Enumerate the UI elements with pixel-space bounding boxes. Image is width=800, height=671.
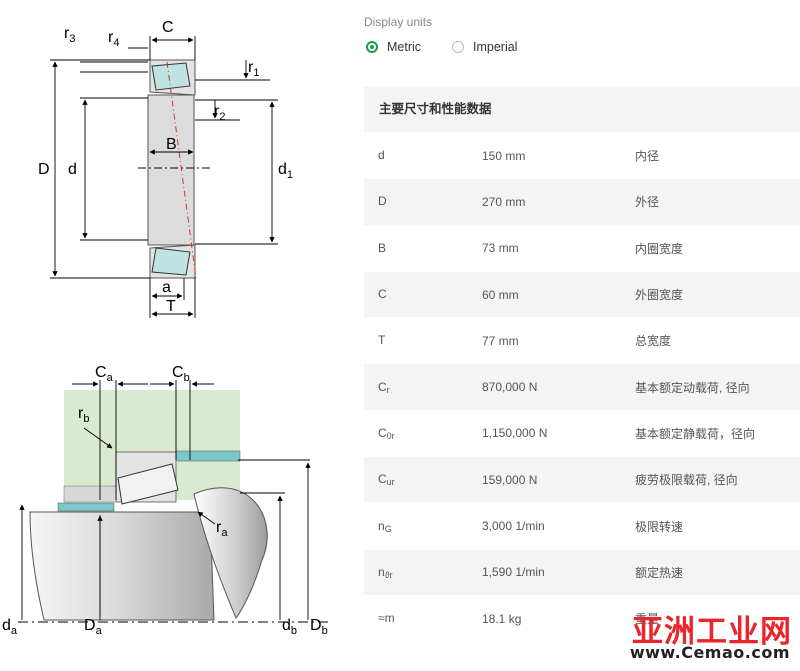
table-row: B 73 mm 内圈宽度 bbox=[364, 225, 800, 272]
spec-value: 270 mm bbox=[482, 194, 526, 209]
spec-value: 60 mm bbox=[482, 287, 519, 302]
table-row: C0r 1,150,000 N 基本额定静载荷，径向 bbox=[364, 410, 800, 458]
spec-value: 1,590 1/min bbox=[482, 565, 545, 580]
spec-symbol: ≈m bbox=[378, 611, 395, 626]
watermark-cn: 亚洲工业网 bbox=[632, 614, 792, 650]
table-row: D 270 mm 外径 bbox=[364, 179, 800, 226]
label-da: da bbox=[2, 617, 18, 637]
watermark-en: www.Cemao.com bbox=[629, 643, 790, 662]
label-D: D bbox=[38, 161, 50, 178]
specs-pane: Display units Metric Imperial 主要尺寸和性能数据 … bbox=[364, 0, 800, 671]
spec-symbol: C0r bbox=[378, 425, 395, 441]
spec-description: 内圈宽度 bbox=[635, 241, 684, 256]
table-row: d 150 mm 内径 bbox=[364, 133, 800, 180]
label-a: a bbox=[162, 279, 171, 296]
imperial-label: Imperial bbox=[473, 40, 518, 54]
label-C: C bbox=[162, 19, 174, 36]
spec-symbol: D bbox=[378, 194, 387, 209]
spec-description: 基本额定静载荷，径向 bbox=[635, 426, 756, 441]
spec-value: 77 mm bbox=[482, 333, 519, 348]
top-labels: r3 r4 C r1 r2 B D d d1 a T bbox=[38, 19, 293, 315]
radio-checked-icon[interactable] bbox=[366, 41, 378, 53]
spec-description: 基本额定动载荷, 径向 bbox=[635, 380, 750, 395]
spec-symbol: nϑr bbox=[378, 564, 393, 580]
spec-description: 总宽度 bbox=[635, 334, 672, 349]
table-row: C 60 mm 外圈宽度 bbox=[364, 271, 800, 319]
label-d1: d1 bbox=[278, 161, 293, 181]
spec-description: 外径 bbox=[635, 195, 660, 210]
spec-value: 159,000 N bbox=[482, 472, 538, 487]
spec-description: 内径 bbox=[635, 149, 660, 164]
imperial-radio[interactable]: Imperial bbox=[452, 40, 517, 54]
bearing-cross-section bbox=[138, 59, 210, 279]
table-row: Cur 159,000 N 疲劳极限载荷, 径向 bbox=[364, 457, 800, 504]
bottom-labels: Ca Cb rb ra da Da db Db bbox=[2, 364, 328, 637]
spec-description: 外圈宽度 bbox=[635, 288, 684, 303]
label-Cb: Cb bbox=[172, 364, 190, 384]
spec-value: 1,150,000 N bbox=[482, 426, 548, 441]
label-db: db bbox=[282, 617, 297, 637]
display-units-label: Display units bbox=[364, 15, 433, 29]
label-ra: ra bbox=[216, 519, 228, 539]
radio-unchecked-icon[interactable] bbox=[452, 41, 464, 53]
mounting-drawing bbox=[18, 390, 330, 623]
label-B: B bbox=[166, 136, 177, 153]
label-Ca: Ca bbox=[95, 364, 114, 384]
label-Db: Db bbox=[310, 617, 328, 637]
specs-table: d 150 mm 内径 D 270 mm 外径 B 73 mm 内圈宽度 C 60 mm 外圈宽度 T 7… bbox=[364, 133, 800, 643]
watermark-logo: 亚洲工业网 www.Cemao.com bbox=[602, 606, 792, 668]
spec-value: 150 mm bbox=[482, 148, 526, 163]
label-r2: r2 bbox=[214, 103, 225, 123]
label-rb: rb bbox=[78, 405, 89, 425]
spec-symbol: T bbox=[378, 333, 386, 348]
spec-value: 18.1 kg bbox=[482, 611, 522, 626]
label-d: d bbox=[68, 161, 77, 178]
spec-description: 疲劳极限载荷, 径向 bbox=[635, 473, 738, 488]
spec-symbol: Cr bbox=[378, 379, 390, 395]
table-row: nϑr 1,590 1/min 额定热速 bbox=[364, 549, 800, 596]
spec-symbol: C bbox=[378, 287, 387, 302]
label-T: T bbox=[166, 298, 176, 315]
spec-value: 3,000 1/min bbox=[482, 519, 545, 534]
metric-label: Metric bbox=[387, 40, 422, 54]
bearing-drawing-svg: r3 r4 C r1 r2 B D d d1 a T bbox=[2, 19, 330, 637]
spec-value: 73 mm bbox=[482, 241, 519, 256]
spec-symbol: nG bbox=[378, 518, 392, 534]
label-Da: Da bbox=[84, 617, 103, 637]
spec-symbol: Cur bbox=[378, 472, 395, 488]
label-r3: r3 bbox=[64, 25, 75, 45]
spec-description: 极限转速 bbox=[635, 519, 684, 534]
table-row: ≈m 18.1 kg 重量 bbox=[364, 595, 800, 643]
spec-description: 额定热速 bbox=[635, 565, 684, 580]
specs-section-header: 主要尺寸和性能数据 bbox=[364, 87, 800, 132]
table-row: T 77 mm 总宽度 bbox=[364, 318, 800, 365]
bottom-dimension-lines bbox=[19, 380, 311, 620]
spec-symbol: d bbox=[378, 148, 385, 163]
table-row: nG 3,000 1/min 极限转速 bbox=[364, 503, 800, 550]
bearing-drawings: r3 r4 C r1 r2 B D d d1 a T bbox=[0, 0, 360, 671]
spec-symbol: B bbox=[378, 240, 387, 255]
label-r1: r1 bbox=[248, 59, 259, 79]
table-row: Cr 870,000 N 基本额定动载荷, 径向 bbox=[364, 364, 800, 411]
spec-description: 重量 bbox=[635, 612, 660, 627]
metric-radio[interactable]: Metric bbox=[366, 40, 421, 54]
top-dimension-lines bbox=[50, 36, 278, 318]
spec-value: 870,000 N bbox=[482, 380, 538, 395]
label-r4: r4 bbox=[108, 29, 119, 49]
